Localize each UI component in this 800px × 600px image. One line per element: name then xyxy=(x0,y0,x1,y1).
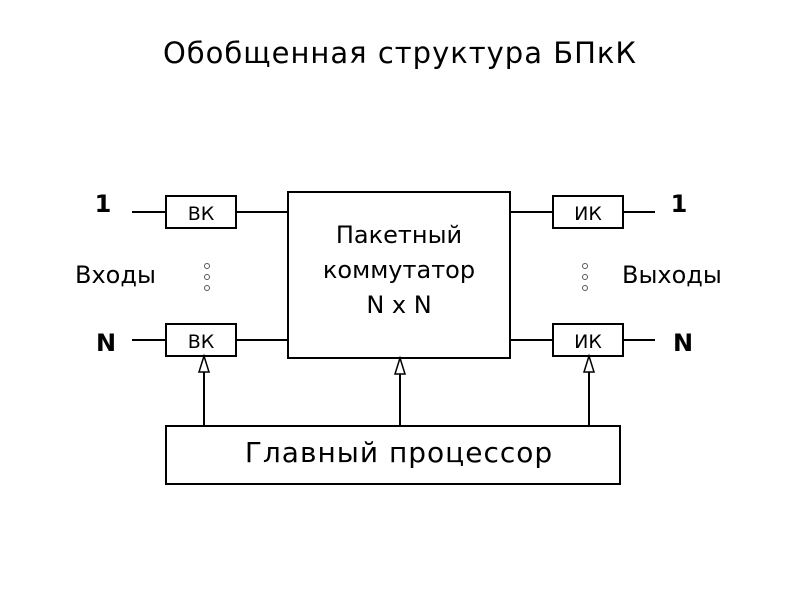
input-first-index: 1 xyxy=(95,190,112,218)
switch-line-3: N x N xyxy=(366,291,431,319)
main-processor-label: Главный процессор xyxy=(245,436,553,469)
input-block-n: ВК xyxy=(165,323,237,357)
output-block-1: ИК xyxy=(552,195,624,229)
outputs-label: Выходы xyxy=(622,261,722,289)
output-block-n-label: ИК xyxy=(574,331,602,353)
output-block-1-label: ИК xyxy=(574,203,602,225)
switch-line-2: коммутатор xyxy=(323,256,475,284)
diagram-title: Обобщенная структура БПкК xyxy=(162,36,638,70)
input-last-index: N xyxy=(96,329,116,357)
inputs-ellipsis-dots xyxy=(204,263,210,291)
output-last-index: N xyxy=(673,329,693,357)
outputs-ellipsis-dots xyxy=(582,263,588,291)
inputs-label: Входы xyxy=(75,261,156,289)
input-block-1: ВК xyxy=(165,195,237,229)
control-arrow-output xyxy=(582,353,596,426)
output-first-index: 1 xyxy=(671,190,688,218)
input-block-1-label: ВК xyxy=(188,203,215,225)
control-arrow-input xyxy=(197,353,211,426)
switch-line-1: Пакетный xyxy=(336,221,462,249)
main-processor-block: Главный процессор xyxy=(165,425,621,485)
input-block-n-label: ВК xyxy=(188,331,215,353)
output-block-n: ИК xyxy=(552,323,624,357)
control-arrow-switch xyxy=(393,355,407,426)
packet-switch-block: Пакетный коммутатор N x N xyxy=(287,191,511,359)
